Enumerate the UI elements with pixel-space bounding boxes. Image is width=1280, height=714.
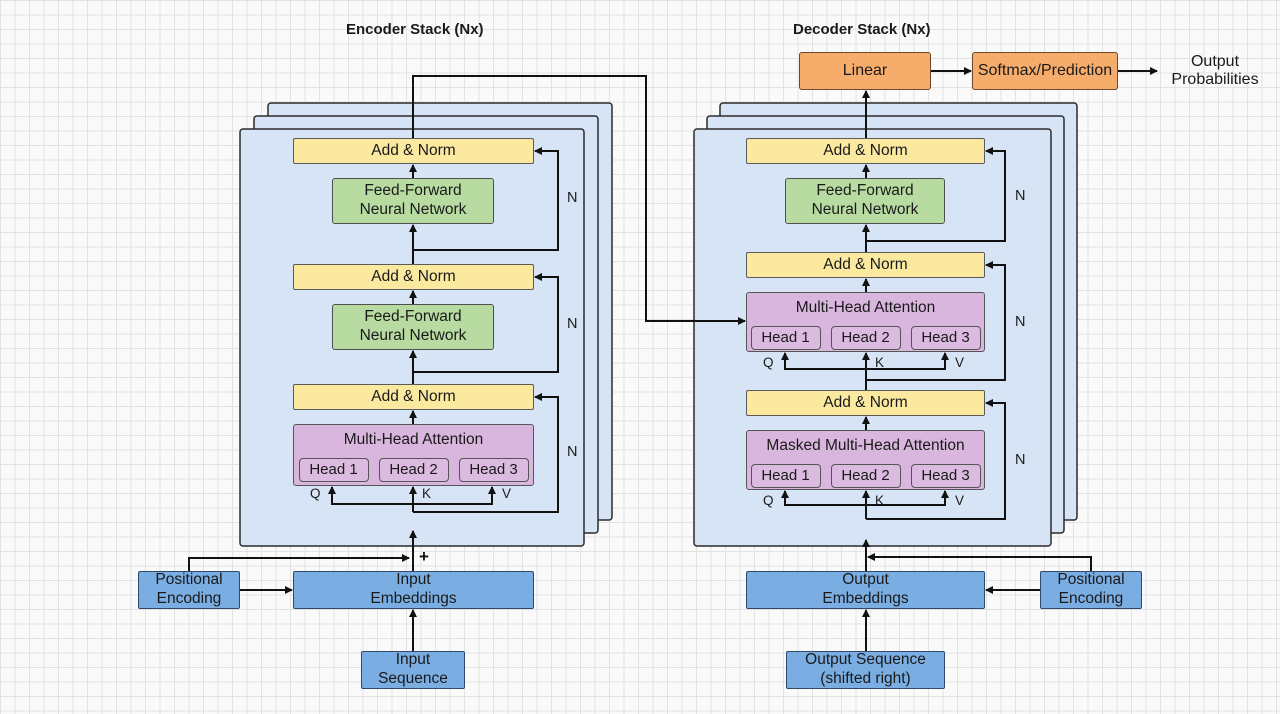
output-probabilities-label: Output Probabilities (1171, 53, 1259, 89)
decoder-positional-encoding: Positional Encoding (1040, 571, 1142, 609)
encoder-feed-forward-bottom: Feed-Forward Neural Network (332, 304, 494, 350)
decoder-masked-head-2: Head 2 (830, 463, 901, 488)
decoder-masked-v-label: V (955, 493, 965, 508)
decoder-masked-q-label: Q (763, 493, 774, 508)
decoder-masked-head-1: Head 1 (750, 463, 821, 488)
softmax-prediction: Softmax/Prediction (972, 52, 1118, 90)
decoder-add-norm-bottom: Add & Norm (746, 390, 985, 416)
decoder-q-label: Q (763, 355, 774, 370)
encoder-stack-title: Encoder Stack (Nx) (346, 21, 484, 38)
decoder-masked-k-label: K (875, 493, 885, 508)
encoder-head-3: Head 3 (458, 457, 529, 482)
encoder-n-label-middle: N (567, 316, 578, 332)
decoder-add-norm-top: Add & Norm (746, 138, 985, 164)
decoder-multi-head-attention: Multi-Head Attention Head 1 Head 2 Head … (746, 292, 985, 352)
decoder-head-2: Head 2 (830, 325, 901, 350)
decoder-n-label-bottom: N (1015, 452, 1026, 468)
encoder-k-label: K (422, 486, 432, 501)
encoder-v-label: V (502, 486, 512, 501)
decoder-head-1: Head 1 (750, 325, 821, 350)
encoder-add-norm-top: Add & Norm (293, 138, 534, 164)
decoder-feed-forward: Feed-Forward Neural Network (785, 178, 945, 224)
decoder-v-label: V (955, 355, 965, 370)
encoder-positional-encoding: Positional Encoding (138, 571, 240, 609)
input-sequence: Input Sequence (361, 651, 465, 689)
encoder-multi-head-attention: Multi-Head Attention Head 1 Head 2 Head … (293, 424, 534, 486)
encoder-head-1: Head 1 (298, 457, 369, 482)
output-embeddings: Output Embeddings (746, 571, 985, 609)
encoder-n-label-bottom: N (567, 444, 578, 460)
input-embeddings: Input Embeddings (293, 571, 534, 609)
decoder-n-label-top: N (1015, 188, 1026, 204)
plus-symbol: + (419, 547, 429, 566)
decoder-stack-title: Decoder Stack (Nx) (793, 21, 931, 38)
encoder-add-norm-bottom: Add & Norm (293, 384, 534, 410)
encoder-add-norm-middle: Add & Norm (293, 264, 534, 290)
linear-layer: Linear (799, 52, 931, 90)
decoder-masked-head-3: Head 3 (910, 463, 981, 488)
decoder-n-label-middle: N (1015, 314, 1026, 330)
encoder-feed-forward-top: Feed-Forward Neural Network (332, 178, 494, 224)
decoder-masked-multi-head-attention: Masked Multi-Head Attention Head 1 Head … (746, 430, 985, 490)
decoder-k-label: K (875, 355, 885, 370)
encoder-head-2: Head 2 (378, 457, 449, 482)
decoder-head-3: Head 3 (910, 325, 981, 350)
encoder-q-label: Q (310, 486, 321, 501)
decoder-add-norm-middle: Add & Norm (746, 252, 985, 278)
encoder-n-label-top: N (567, 190, 578, 206)
output-sequence: Output Sequence (shifted right) (786, 651, 945, 689)
